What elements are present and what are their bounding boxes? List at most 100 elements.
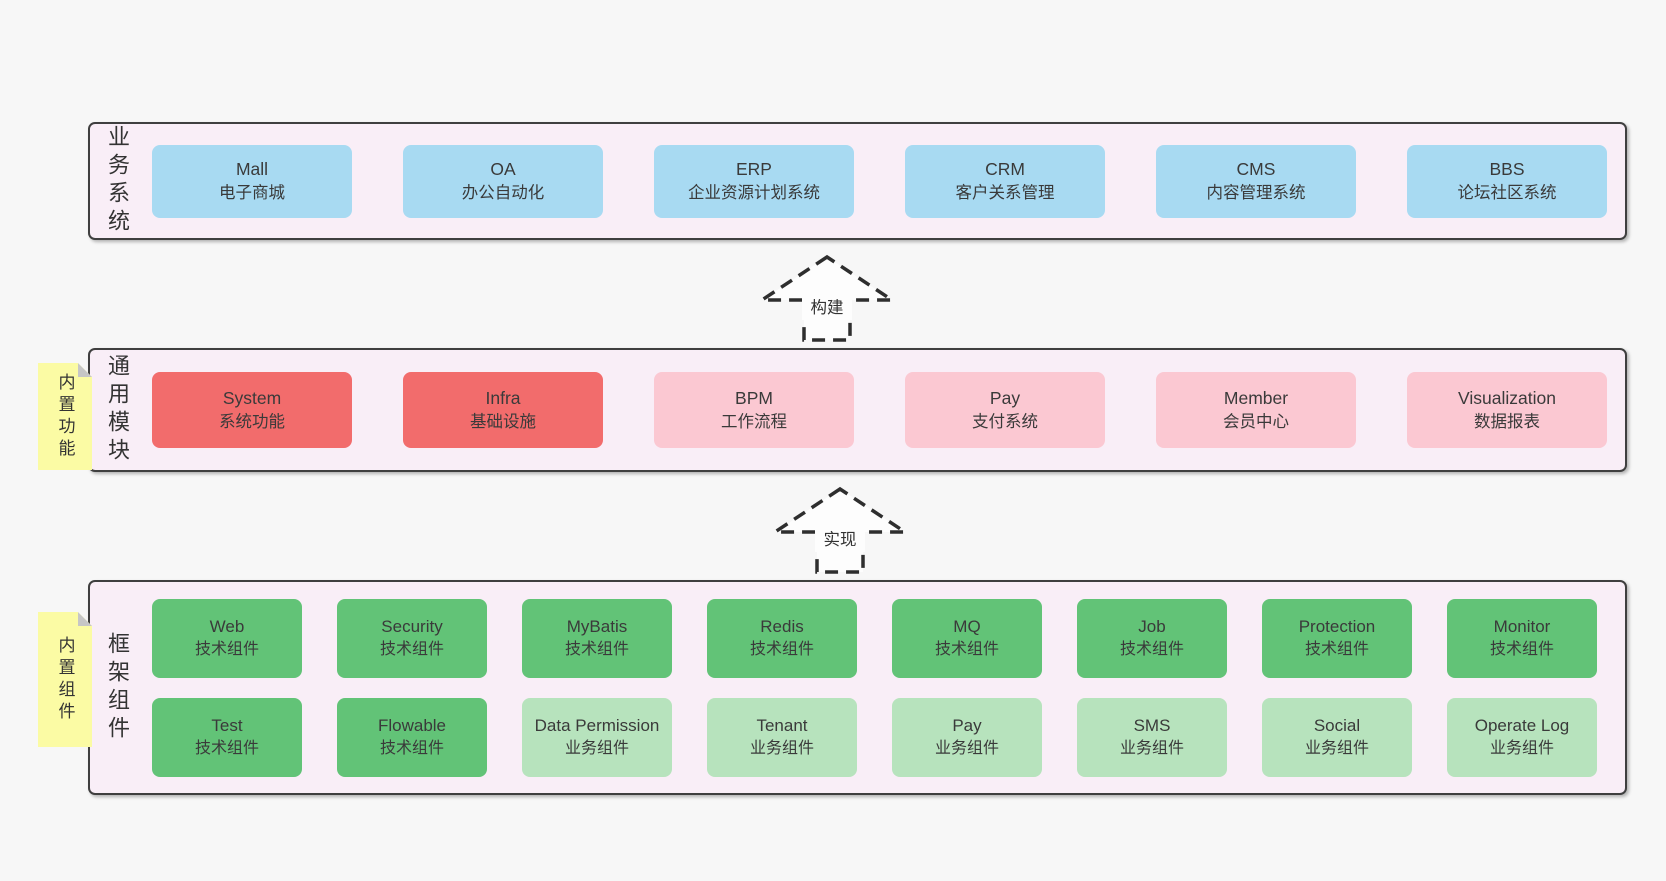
box-subtitle: 业务组件 bbox=[934, 739, 999, 757]
box-infra: Infra 基础设施 bbox=[403, 372, 603, 448]
box-title: Member bbox=[1223, 388, 1289, 409]
box-subtitle: 技术组件 bbox=[564, 640, 629, 658]
box-title: Web bbox=[209, 616, 245, 636]
box-cms: CMS 内容管理系统 bbox=[1156, 144, 1356, 218]
common-modules-rows: System 系统功能 Infra 基础设施 BPM 工作流程 Pay 支付系统 Member 会… bbox=[152, 350, 1607, 470]
box-pay-component: Pay 业务组件 bbox=[892, 697, 1042, 777]
box-bpm: BPM 工作流程 bbox=[654, 372, 854, 448]
box-flowable: Flowable 技术组件 bbox=[337, 697, 487, 777]
box-title: CRM bbox=[985, 159, 1025, 180]
box-operate-log: Operate Log 业务组件 bbox=[1447, 697, 1597, 777]
box-bbs: BBS 论坛社区系统 bbox=[1407, 144, 1607, 218]
box-row: System 系统功能 Infra 基础设施 BPM 工作流程 Pay 支付系统 Member 会… bbox=[152, 372, 1607, 448]
box-crm: CRM 客户关系管理 bbox=[905, 144, 1105, 218]
box-subtitle: 办公自动化 bbox=[461, 183, 545, 202]
box-row: Mall 电子商城 OA 办公自动化 ERP 企业资源计划系统 CRM 客户关系管理 CMS 内容… bbox=[152, 144, 1607, 218]
box-protection: Protection 技术组件 bbox=[1262, 598, 1412, 678]
box-job: Job 技术组件 bbox=[1077, 598, 1227, 678]
box-title: Protection bbox=[1298, 616, 1376, 636]
layer-common-modules: 通用模块 System 系统功能 Infra 基础设施 BPM 工作流程 Pay 支付系统 Me… bbox=[88, 348, 1627, 472]
box-subtitle: 工作流程 bbox=[721, 412, 787, 431]
layer-label-framework-components: 框架组件 bbox=[105, 631, 130, 744]
box-subtitle: 论坛社区系统 bbox=[1457, 183, 1557, 202]
box-title: Test bbox=[211, 715, 243, 735]
build-arrow-label: 构建 bbox=[811, 298, 844, 317]
box-title: MQ bbox=[953, 616, 981, 636]
box-subtitle: 支付系统 bbox=[972, 412, 1038, 431]
box-title: Job bbox=[1138, 616, 1166, 636]
layer-business-systems: 业务系统 Mall 电子商城 OA 办公自动化 ERP 企业资源计划系统 CRM 客户关系管理… bbox=[88, 122, 1627, 240]
layer-label-business-systems: 业务系统 bbox=[105, 125, 130, 237]
box-subtitle: 业务组件 bbox=[1489, 739, 1554, 757]
box-subtitle: 技术组件 bbox=[1304, 640, 1369, 658]
box-title: Monitor bbox=[1493, 616, 1551, 636]
box-title: SMS bbox=[1133, 715, 1171, 735]
box-subtitle: 内容管理系统 bbox=[1206, 183, 1306, 202]
implement-arrow-up-icon: 实现 bbox=[772, 486, 908, 574]
box-subtitle: 技术组件 bbox=[379, 640, 444, 658]
sticky-note-built-in-components: 内置组件 bbox=[38, 612, 92, 747]
box-title: MyBatis bbox=[566, 616, 628, 636]
box-redis: Redis 技术组件 bbox=[707, 598, 857, 678]
box-mall: Mall 电子商城 bbox=[152, 144, 352, 218]
box-title: BBS bbox=[1489, 159, 1525, 180]
build-arrow-up-icon: 构建 bbox=[759, 254, 895, 342]
box-test: Test 技术组件 bbox=[152, 697, 302, 777]
box-mq: MQ 技术组件 bbox=[892, 598, 1042, 678]
box-web: Web 技术组件 bbox=[152, 598, 302, 678]
box-title: OA bbox=[490, 159, 516, 180]
box-subtitle: 技术组件 bbox=[194, 640, 259, 658]
box-subtitle: 企业资源计划系统 bbox=[688, 183, 820, 202]
box-title: Pay bbox=[989, 388, 1021, 409]
box-subtitle: 技术组件 bbox=[749, 640, 814, 658]
box-subtitle: 技术组件 bbox=[934, 640, 999, 658]
box-subtitle: 技术组件 bbox=[379, 739, 444, 757]
box-subtitle: 业务组件 bbox=[1119, 739, 1184, 757]
box-member: Member 会员中心 bbox=[1156, 372, 1356, 448]
box-subtitle: 数据报表 bbox=[1474, 412, 1540, 431]
box-mybatis: MyBatis 技术组件 bbox=[522, 598, 672, 678]
box-title: BPM bbox=[735, 388, 773, 409]
box-tenant: Tenant 业务组件 bbox=[707, 697, 857, 777]
box-title: System bbox=[222, 388, 282, 409]
layer-label-common-modules: 通用模块 bbox=[105, 354, 130, 466]
box-title: Visualization bbox=[1458, 388, 1556, 409]
box-pay-module: Pay 支付系统 bbox=[905, 372, 1105, 448]
box-monitor: Monitor 技术组件 bbox=[1447, 598, 1597, 678]
box-subtitle: 业务组件 bbox=[749, 739, 814, 757]
box-erp: ERP 企业资源计划系统 bbox=[654, 144, 854, 218]
implement-arrow-label: 实现 bbox=[824, 530, 857, 549]
box-title: Mall bbox=[235, 159, 269, 180]
box-security: Security 技术组件 bbox=[337, 598, 487, 678]
box-subtitle: 业务组件 bbox=[1304, 739, 1369, 757]
box-subtitle: 会员中心 bbox=[1223, 412, 1289, 431]
box-oa: OA 办公自动化 bbox=[403, 144, 603, 218]
box-title: Security bbox=[381, 616, 443, 636]
box-subtitle: 系统功能 bbox=[219, 412, 285, 431]
box-title: Redis bbox=[760, 616, 804, 636]
box-title: Operate Log bbox=[1474, 715, 1570, 735]
box-subtitle: 技术组件 bbox=[1119, 640, 1184, 658]
business-systems-rows: Mall 电子商城 OA 办公自动化 ERP 企业资源计划系统 CRM 客户关系管理 CMS 内容… bbox=[152, 124, 1607, 238]
box-system: System 系统功能 bbox=[152, 372, 352, 448]
sticky-note-built-in-features: 内置功能 bbox=[38, 363, 92, 470]
box-subtitle: 技术组件 bbox=[1489, 640, 1554, 658]
box-title: Pay bbox=[952, 715, 982, 735]
box-subtitle: 电子商城 bbox=[219, 183, 285, 202]
box-subtitle: 技术组件 bbox=[194, 739, 259, 757]
box-title: Infra bbox=[485, 388, 521, 409]
box-title: Tenant bbox=[756, 715, 808, 735]
box-subtitle: 基础设施 bbox=[470, 412, 536, 431]
box-subtitle: 客户关系管理 bbox=[955, 183, 1055, 202]
box-visualization: Visualization 数据报表 bbox=[1407, 372, 1607, 448]
box-title: Flowable bbox=[377, 715, 447, 735]
box-title: ERP bbox=[736, 159, 772, 180]
box-title: CMS bbox=[1236, 159, 1276, 180]
